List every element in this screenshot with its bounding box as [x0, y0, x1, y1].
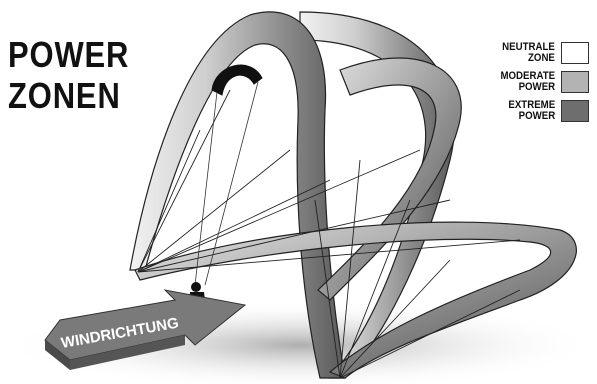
legend-swatch-neutral: [561, 42, 589, 64]
title-line-1: POWER: [8, 34, 129, 75]
legend-label-line-2: POWER: [508, 111, 555, 122]
title-line-2: ZONEN: [8, 75, 129, 116]
legend-item-moderate-power: MODERATE POWER: [419, 71, 589, 93]
legend-label-line-2: ZONE: [502, 53, 555, 64]
legend-label-line-2: POWER: [500, 82, 555, 93]
legend: NEUTRALE ZONE MODERATE POWER EXTREME POW…: [419, 42, 589, 129]
legend-swatch-extreme: [561, 100, 589, 122]
legend-item-extreme-power: EXTREME POWER: [419, 100, 589, 122]
legend-item-neutral-zone: NEUTRALE ZONE: [419, 42, 589, 64]
legend-swatch-moderate: [561, 71, 589, 93]
page-title: POWER ZONEN: [8, 34, 129, 116]
